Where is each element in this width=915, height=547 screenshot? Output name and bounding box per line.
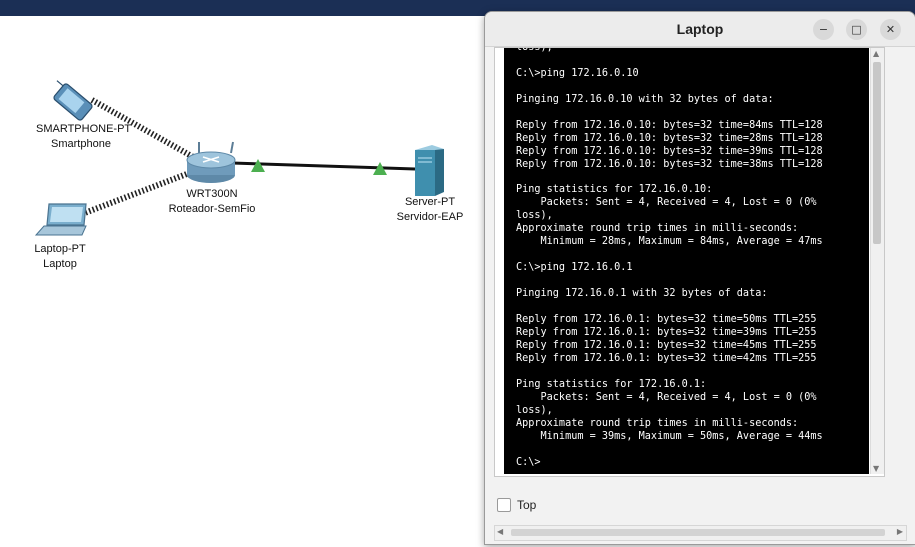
device-type-label: WRT300N <box>186 188 238 200</box>
maximize-button[interactable]: □ <box>846 19 867 40</box>
wireless-link-laptop <box>80 169 194 217</box>
device-name-label: Smartphone <box>51 138 111 150</box>
scroll-left-arrow-icon[interactable]: ◀ <box>497 527 504 536</box>
horizontal-scrollbar[interactable]: ◀ ▶ <box>494 525 907 541</box>
device-name-label: Roteador-SemFio <box>168 203 256 215</box>
top-toggle[interactable]: Top <box>497 498 536 512</box>
link-status-up-icon <box>373 162 387 175</box>
device-name-label: Servidor-EAP <box>396 211 464 223</box>
window-title: Laptop <box>676 21 724 37</box>
ethernet-link-router-server <box>231 161 416 171</box>
topology-workspace[interactable]: SMARTPHONE-PT Smartphone WRT300N Roteado… <box>0 16 485 547</box>
device-label-laptop[interactable]: Laptop-PT Laptop <box>20 242 100 272</box>
horizontal-scroll-thumb[interactable] <box>511 529 885 536</box>
router-icon <box>186 141 236 183</box>
device-label-router[interactable]: WRT300N Roteador-SemFio <box>160 187 264 217</box>
maximize-icon: □ <box>851 23 862 36</box>
device-name-label: Laptop <box>43 258 77 270</box>
command-prompt-terminal[interactable]: loss), C:\>ping 172.16.0.10 Pinging 172.… <box>504 48 869 474</box>
window-titlebar[interactable]: Laptop − □ ✕ <box>485 12 915 47</box>
top-checkbox-label: Top <box>517 498 537 512</box>
close-icon: ✕ <box>885 23 896 36</box>
terminal-vertical-scrollbar[interactable]: ▲ ▼ <box>870 48 884 474</box>
server-icon <box>415 145 444 196</box>
minimize-button[interactable]: − <box>813 19 834 40</box>
scroll-down-arrow-icon[interactable]: ▼ <box>873 464 880 473</box>
device-label-server[interactable]: Server-PT Servidor-EAP <box>388 195 472 225</box>
vertical-scroll-thumb[interactable] <box>873 62 881 244</box>
laptop-window: Laptop − □ ✕ loss), C:\>ping 172.16.0.10… <box>484 11 915 545</box>
device-type-label: SMARTPHONE-PT <box>36 123 132 135</box>
minimize-icon: − <box>818 23 829 36</box>
terminal-output: loss), C:\>ping 172.16.0.10 Pinging 172.… <box>516 48 823 468</box>
link-status-up-icon <box>251 159 265 172</box>
device-type-label: Server-PT <box>404 196 456 208</box>
scroll-up-arrow-icon[interactable]: ▲ <box>873 49 880 58</box>
scroll-right-arrow-icon[interactable]: ▶ <box>896 527 903 536</box>
laptop-icon <box>34 203 87 236</box>
smartphone-icon <box>53 80 93 121</box>
wireless-link-smartphone <box>90 97 197 161</box>
top-checkbox[interactable] <box>497 498 511 512</box>
device-label-smartphone[interactable]: SMARTPHONE-PT Smartphone <box>36 122 132 152</box>
close-button[interactable]: ✕ <box>880 19 901 40</box>
device-type-label: Laptop-PT <box>34 243 86 255</box>
topology-links <box>34 80 444 236</box>
